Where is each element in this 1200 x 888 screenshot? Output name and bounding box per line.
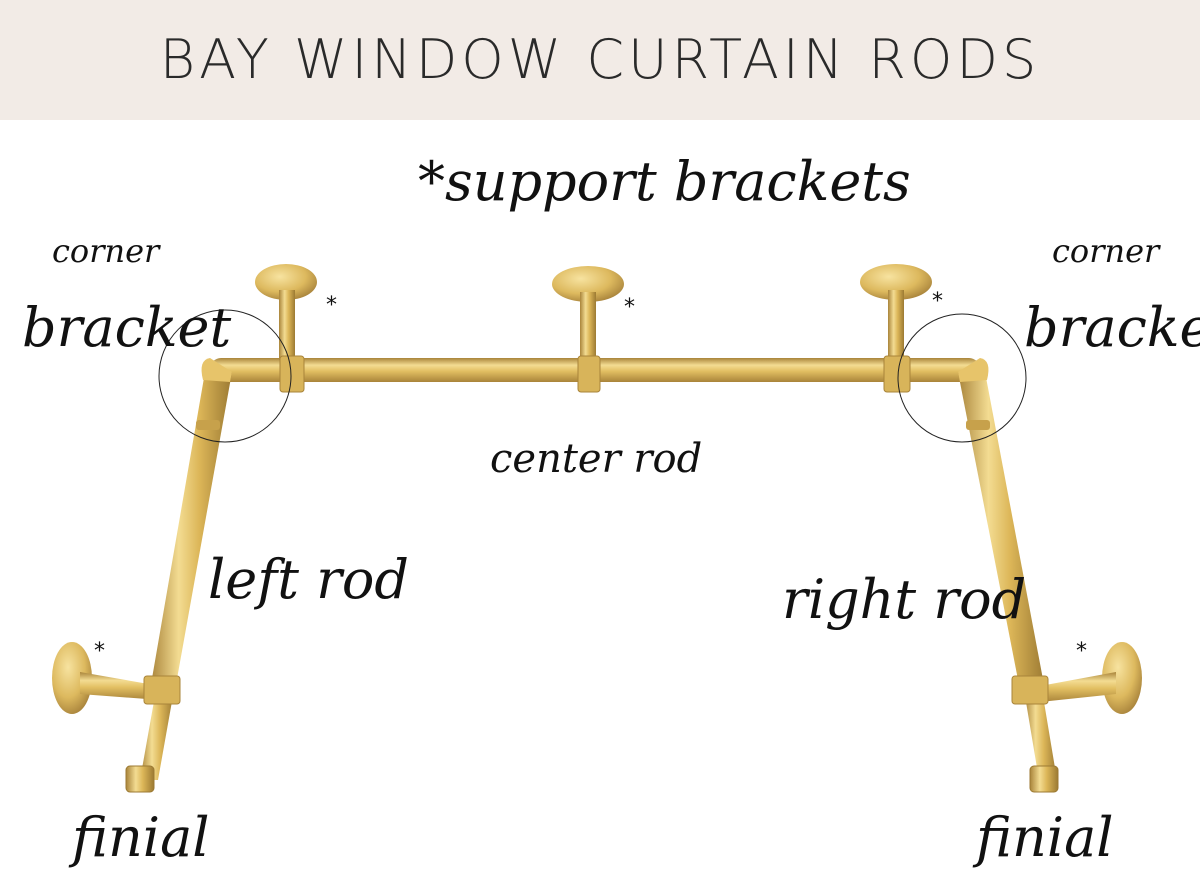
right-corner-elbow: [958, 358, 990, 430]
right-rod-label: right rod: [782, 568, 1026, 631]
corner-bracket-left-label-line1: corner: [52, 232, 161, 270]
asterisk-left-wall: *: [94, 639, 105, 664]
support-brackets-label: *support brackets: [418, 150, 911, 213]
finial-right: [1029, 765, 1059, 793]
header-band: [0, 0, 1200, 120]
asterisk-left-support: *: [326, 293, 337, 318]
corner-bracket-right-label-line1: corner: [1052, 232, 1161, 270]
support-bracket-right: [860, 264, 932, 393]
support-bracket-center: [552, 266, 624, 393]
center-rod-label: center rod: [490, 436, 702, 482]
right-rod: [958, 372, 1057, 780]
left-rod-label: left rod: [208, 548, 409, 611]
asterisk-right-support: *: [932, 289, 943, 314]
asterisk-right-wall: *: [1076, 639, 1087, 664]
asterisk-center-support: *: [624, 295, 635, 320]
corner-bracket-left-label-line2: bracket: [22, 296, 231, 359]
finial-left-label: finial: [68, 806, 210, 869]
wall-bracket-right: [1011, 642, 1142, 714]
finial-right-label: finial: [972, 806, 1114, 869]
support-bracket-left: [255, 264, 317, 393]
wall-bracket-left: [52, 642, 181, 714]
page-title: BAY WINDOW CURTAIN RODS: [159, 28, 1041, 91]
corner-bracket-right-label-line2: bracket: [1024, 296, 1200, 359]
left-corner-elbow: [196, 358, 232, 430]
left-rod: [140, 372, 232, 780]
finial-left: [125, 765, 155, 793]
corner-highlight-circle-right: [897, 313, 1027, 443]
corner-highlight-circle-left: [158, 309, 292, 443]
